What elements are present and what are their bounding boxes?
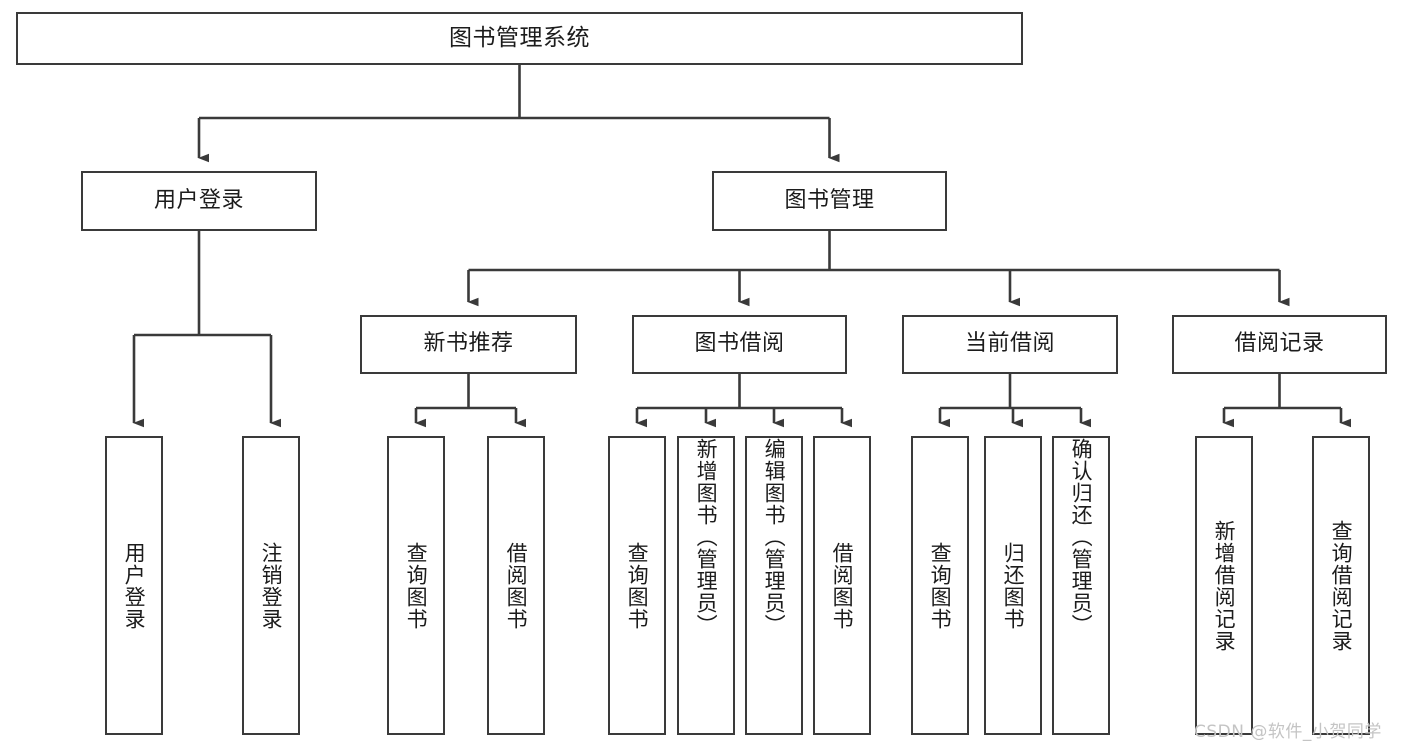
node-label: 图书管理系统 — [449, 24, 590, 51]
node-label: 查询图书 — [625, 541, 650, 630]
node-label: 新增图书（管理员） — [694, 438, 719, 636]
node-label: 归还图书 — [1001, 541, 1026, 630]
node-leaf-confirm-return[interactable]: 确认归还（管理员） — [1052, 436, 1110, 735]
node-leaf-return-book[interactable]: 归还图书 — [984, 436, 1042, 735]
node-leaf-edit-book[interactable]: 编辑图书（管理员） — [745, 436, 803, 735]
node-leaf-logout[interactable]: 注销登录 — [242, 436, 300, 735]
node-label: 图书管理 — [784, 187, 875, 213]
node-book-manage[interactable]: 图书管理 — [712, 171, 947, 231]
node-leaf-query-book-2[interactable]: 查询图书 — [608, 436, 666, 735]
node-new-book-recommend[interactable]: 新书推荐 — [360, 315, 577, 374]
node-label: 查询图书 — [404, 541, 429, 630]
node-leaf-query-book-1[interactable]: 查询图书 — [387, 436, 445, 735]
node-label: 新增借阅记录 — [1212, 519, 1237, 652]
node-label: 借阅记录 — [1234, 331, 1325, 357]
node-label: 查询借阅记录 — [1329, 519, 1354, 652]
node-label: 借阅图书 — [504, 541, 529, 630]
node-user-login[interactable]: 用户登录 — [81, 171, 317, 231]
node-leaf-query-book-3[interactable]: 查询图书 — [911, 436, 969, 735]
node-label: 编辑图书（管理员） — [762, 438, 787, 636]
node-leaf-add-record[interactable]: 新增借阅记录 — [1195, 436, 1253, 735]
node-label: 图书借阅 — [694, 331, 785, 357]
node-leaf-borrow-book-2[interactable]: 借阅图书 — [813, 436, 871, 735]
node-current-borrow[interactable]: 当前借阅 — [902, 315, 1118, 374]
node-label: 注销登录 — [259, 541, 284, 630]
node-label: 用户登录 — [153, 187, 244, 213]
node-book-borrow[interactable]: 图书借阅 — [632, 315, 847, 374]
node-label: 当前借阅 — [964, 331, 1055, 357]
node-label: 确认归还（管理员） — [1069, 438, 1094, 636]
node-root[interactable]: 图书管理系统 — [16, 12, 1023, 65]
node-borrow-record[interactable]: 借阅记录 — [1172, 315, 1387, 374]
node-leaf-add-book[interactable]: 新增图书（管理员） — [677, 436, 735, 735]
node-leaf-borrow-book-1[interactable]: 借阅图书 — [487, 436, 545, 735]
csdn-watermark: CSDN @软件_小贺同学 — [1194, 722, 1382, 742]
node-label: 查询图书 — [928, 541, 953, 630]
node-label: 借阅图书 — [830, 541, 855, 630]
node-leaf-user-login[interactable]: 用户登录 — [105, 436, 163, 735]
node-leaf-query-record[interactable]: 查询借阅记录 — [1312, 436, 1370, 735]
node-label: 用户登录 — [122, 541, 147, 630]
node-label: 新书推荐 — [423, 331, 514, 357]
